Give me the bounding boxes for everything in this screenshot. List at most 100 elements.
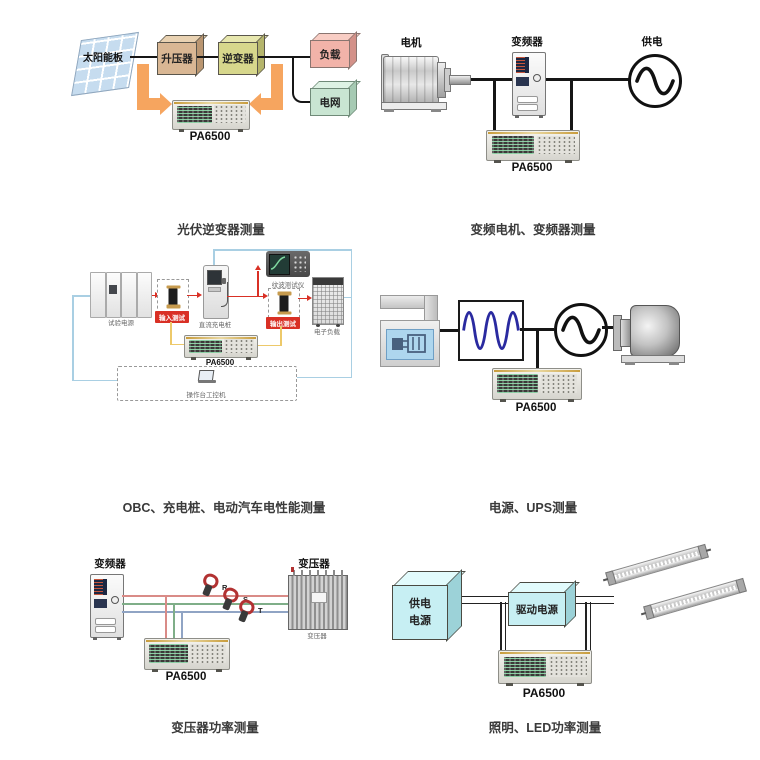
flow-arrow-up-icon — [254, 265, 261, 270]
transformer-icon — [288, 567, 348, 630]
test-source-label: 试验电源 — [108, 320, 134, 327]
console-box — [117, 366, 297, 401]
link-wire — [213, 249, 352, 251]
led-tube-icon — [602, 543, 711, 587]
vfd-screen — [93, 579, 107, 596]
wire — [258, 56, 310, 58]
ripple-tester-icon — [266, 251, 310, 277]
charging-pile-icon — [203, 265, 229, 319]
pa6500-label: PA6500 — [189, 131, 231, 143]
ripple-tester-label: 纹波测试仪 — [271, 282, 305, 289]
vfd-label: 变频器 — [511, 36, 543, 48]
pa6500-label: PA6500 — [165, 671, 207, 683]
supply-label: 供电 — [641, 36, 663, 48]
ups-screen — [386, 329, 434, 360]
wire — [440, 329, 458, 332]
pa6500-label: PA6500 — [515, 402, 557, 414]
electronic-load-icon — [312, 277, 344, 327]
measure-wire — [585, 602, 587, 650]
phase-s-label: S — [243, 595, 249, 604]
sine-wave-box — [458, 300, 524, 361]
solar-panel-icon — [71, 31, 139, 97]
output-test-label: 输出测试 — [266, 317, 300, 329]
flow-arrow-icon — [197, 292, 202, 298]
supply-label-line1: 供电 — [409, 598, 431, 610]
ac-source-icon — [554, 303, 608, 357]
double-wire — [462, 596, 508, 604]
analyzer-keypad — [540, 373, 578, 393]
flow-arrow-icon — [307, 295, 312, 301]
measure-wire — [500, 602, 502, 650]
vfd-knob — [110, 596, 120, 605]
vfd-label: 变频器 — [94, 558, 126, 570]
pa6500-label: PA6500 — [522, 686, 566, 700]
caption-led: 照明、LED功率测量 — [488, 721, 602, 735]
phase-t-wire — [122, 611, 288, 613]
booster-label: 升压器 — [157, 42, 197, 75]
test-source-cabinets — [90, 272, 152, 318]
caption-obc: OBC、充电桩、电动汽车电性能测量 — [122, 501, 326, 515]
pa6500-analyzer — [184, 335, 258, 360]
pa6500-analyzer — [172, 100, 250, 132]
console-label: 操作台工控机 — [186, 392, 226, 399]
vfd-screen — [515, 57, 529, 74]
inverter-label: 逆变器 — [218, 42, 258, 75]
analyzer-display — [497, 374, 538, 393]
analyzer-display — [491, 136, 534, 155]
motor-label: 电机 — [400, 37, 422, 49]
wire — [197, 56, 218, 58]
analyzer-keypad — [536, 135, 576, 155]
wire-elbow — [292, 57, 312, 103]
flow-arrow-icon — [263, 293, 268, 299]
pa6500-label: PA6500 — [205, 358, 235, 367]
wire — [602, 326, 620, 329]
pa6500-analyzer — [144, 638, 230, 672]
output-sensor-box — [268, 288, 300, 318]
analyzer-display — [149, 644, 188, 663]
double-wire — [576, 596, 614, 604]
wire — [570, 79, 573, 131]
current-clamp-icon — [222, 587, 239, 611]
charging-pile-label: 直流充电桩 — [198, 322, 232, 329]
analyzer-display — [176, 106, 212, 124]
analyzer-display — [503, 656, 546, 677]
driver-box: 驱动电源 — [508, 580, 580, 628]
pa6500-analyzer — [486, 130, 580, 163]
pa6500-label: PA6500 — [511, 162, 553, 174]
arrowhead-left-icon — [249, 93, 261, 115]
electronic-load-label: 电子负载 — [314, 329, 340, 336]
grid-box: 电网 — [310, 79, 361, 118]
analyzer-keypad — [548, 656, 588, 677]
driver-label: 驱动电源 — [508, 592, 566, 626]
pa6500-analyzer — [498, 650, 592, 686]
inverter-box: 逆变器 — [218, 33, 269, 77]
pa6500-analyzer — [492, 368, 582, 402]
measure-wire — [170, 322, 172, 345]
vfd-tower-icon — [90, 574, 124, 640]
input-test-label: 输入测试 — [155, 311, 189, 323]
phase-r-label: R — [222, 583, 228, 592]
transformer-label: 变压器 — [298, 558, 330, 570]
caption-motor: 变频电机、变频器测量 — [470, 223, 596, 237]
current-transducer-icon — [277, 291, 291, 315]
vfd-tower-icon — [512, 52, 546, 118]
wire — [536, 329, 539, 368]
phase-s-wire — [122, 603, 288, 605]
vfd-knob — [532, 74, 542, 83]
wire — [130, 56, 157, 58]
caption-ups: 电源、UPS测量 — [488, 501, 578, 515]
measure-arrow-left — [137, 64, 149, 104]
load-label: 负载 — [310, 40, 350, 68]
ups-device-icon — [380, 295, 442, 367]
wire — [493, 79, 496, 131]
current-transducer-icon — [166, 285, 180, 308]
current-clamp-icon — [238, 599, 255, 623]
current-clamp-icon — [202, 573, 219, 597]
grid-label: 电网 — [310, 88, 350, 116]
motor-icon — [381, 48, 471, 114]
solar-label: 太阳能板 — [83, 53, 123, 64]
motor-rear-icon — [613, 303, 688, 365]
analyzer-keypad — [223, 339, 255, 353]
measure-arrow-right — [271, 64, 283, 104]
